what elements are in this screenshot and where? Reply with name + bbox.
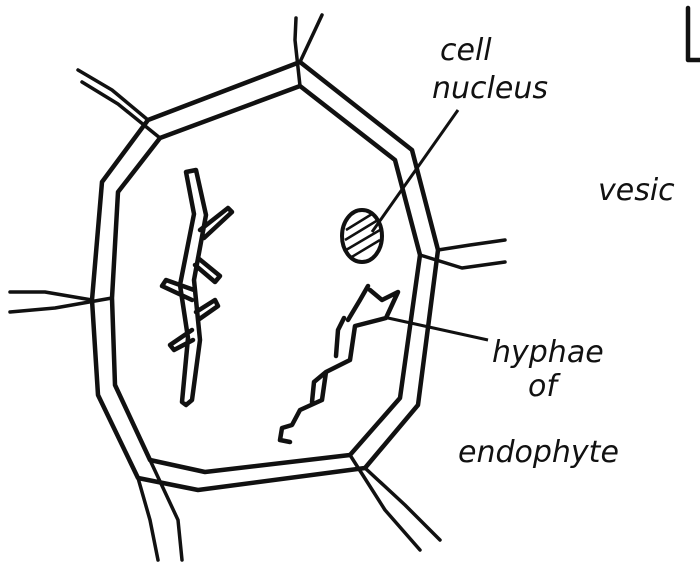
- wall-arm-left-2: [10, 298, 112, 312]
- label-endophyte: endophyte: [458, 435, 619, 470]
- label-hyphae: hyphae: [492, 335, 604, 370]
- hypha-left: [162, 170, 232, 405]
- cell-wall-inner: [112, 86, 420, 472]
- hyphae-leader-line: [388, 318, 488, 340]
- wall-arm-top-2: [295, 18, 300, 86]
- label-nucleus: nucleus: [432, 71, 548, 106]
- nucleus-icon: [342, 210, 382, 262]
- wall-arm-right: [438, 240, 505, 250]
- label-vesicle: vesic: [598, 173, 675, 208]
- wall-arm-left: [10, 292, 92, 300]
- corner-bracket: [688, 8, 700, 60]
- wall-arm-bottom-right-2: [350, 455, 420, 550]
- label-cell: cell: [440, 33, 492, 68]
- wall-arm-right-2: [420, 255, 505, 268]
- wall-arm-top: [300, 15, 322, 62]
- label-of: of: [528, 369, 561, 404]
- wall-arm-top-left: [78, 70, 148, 120]
- wall-arm-top-left-2: [82, 82, 160, 138]
- wall-arm-bottom-left: [138, 478, 158, 560]
